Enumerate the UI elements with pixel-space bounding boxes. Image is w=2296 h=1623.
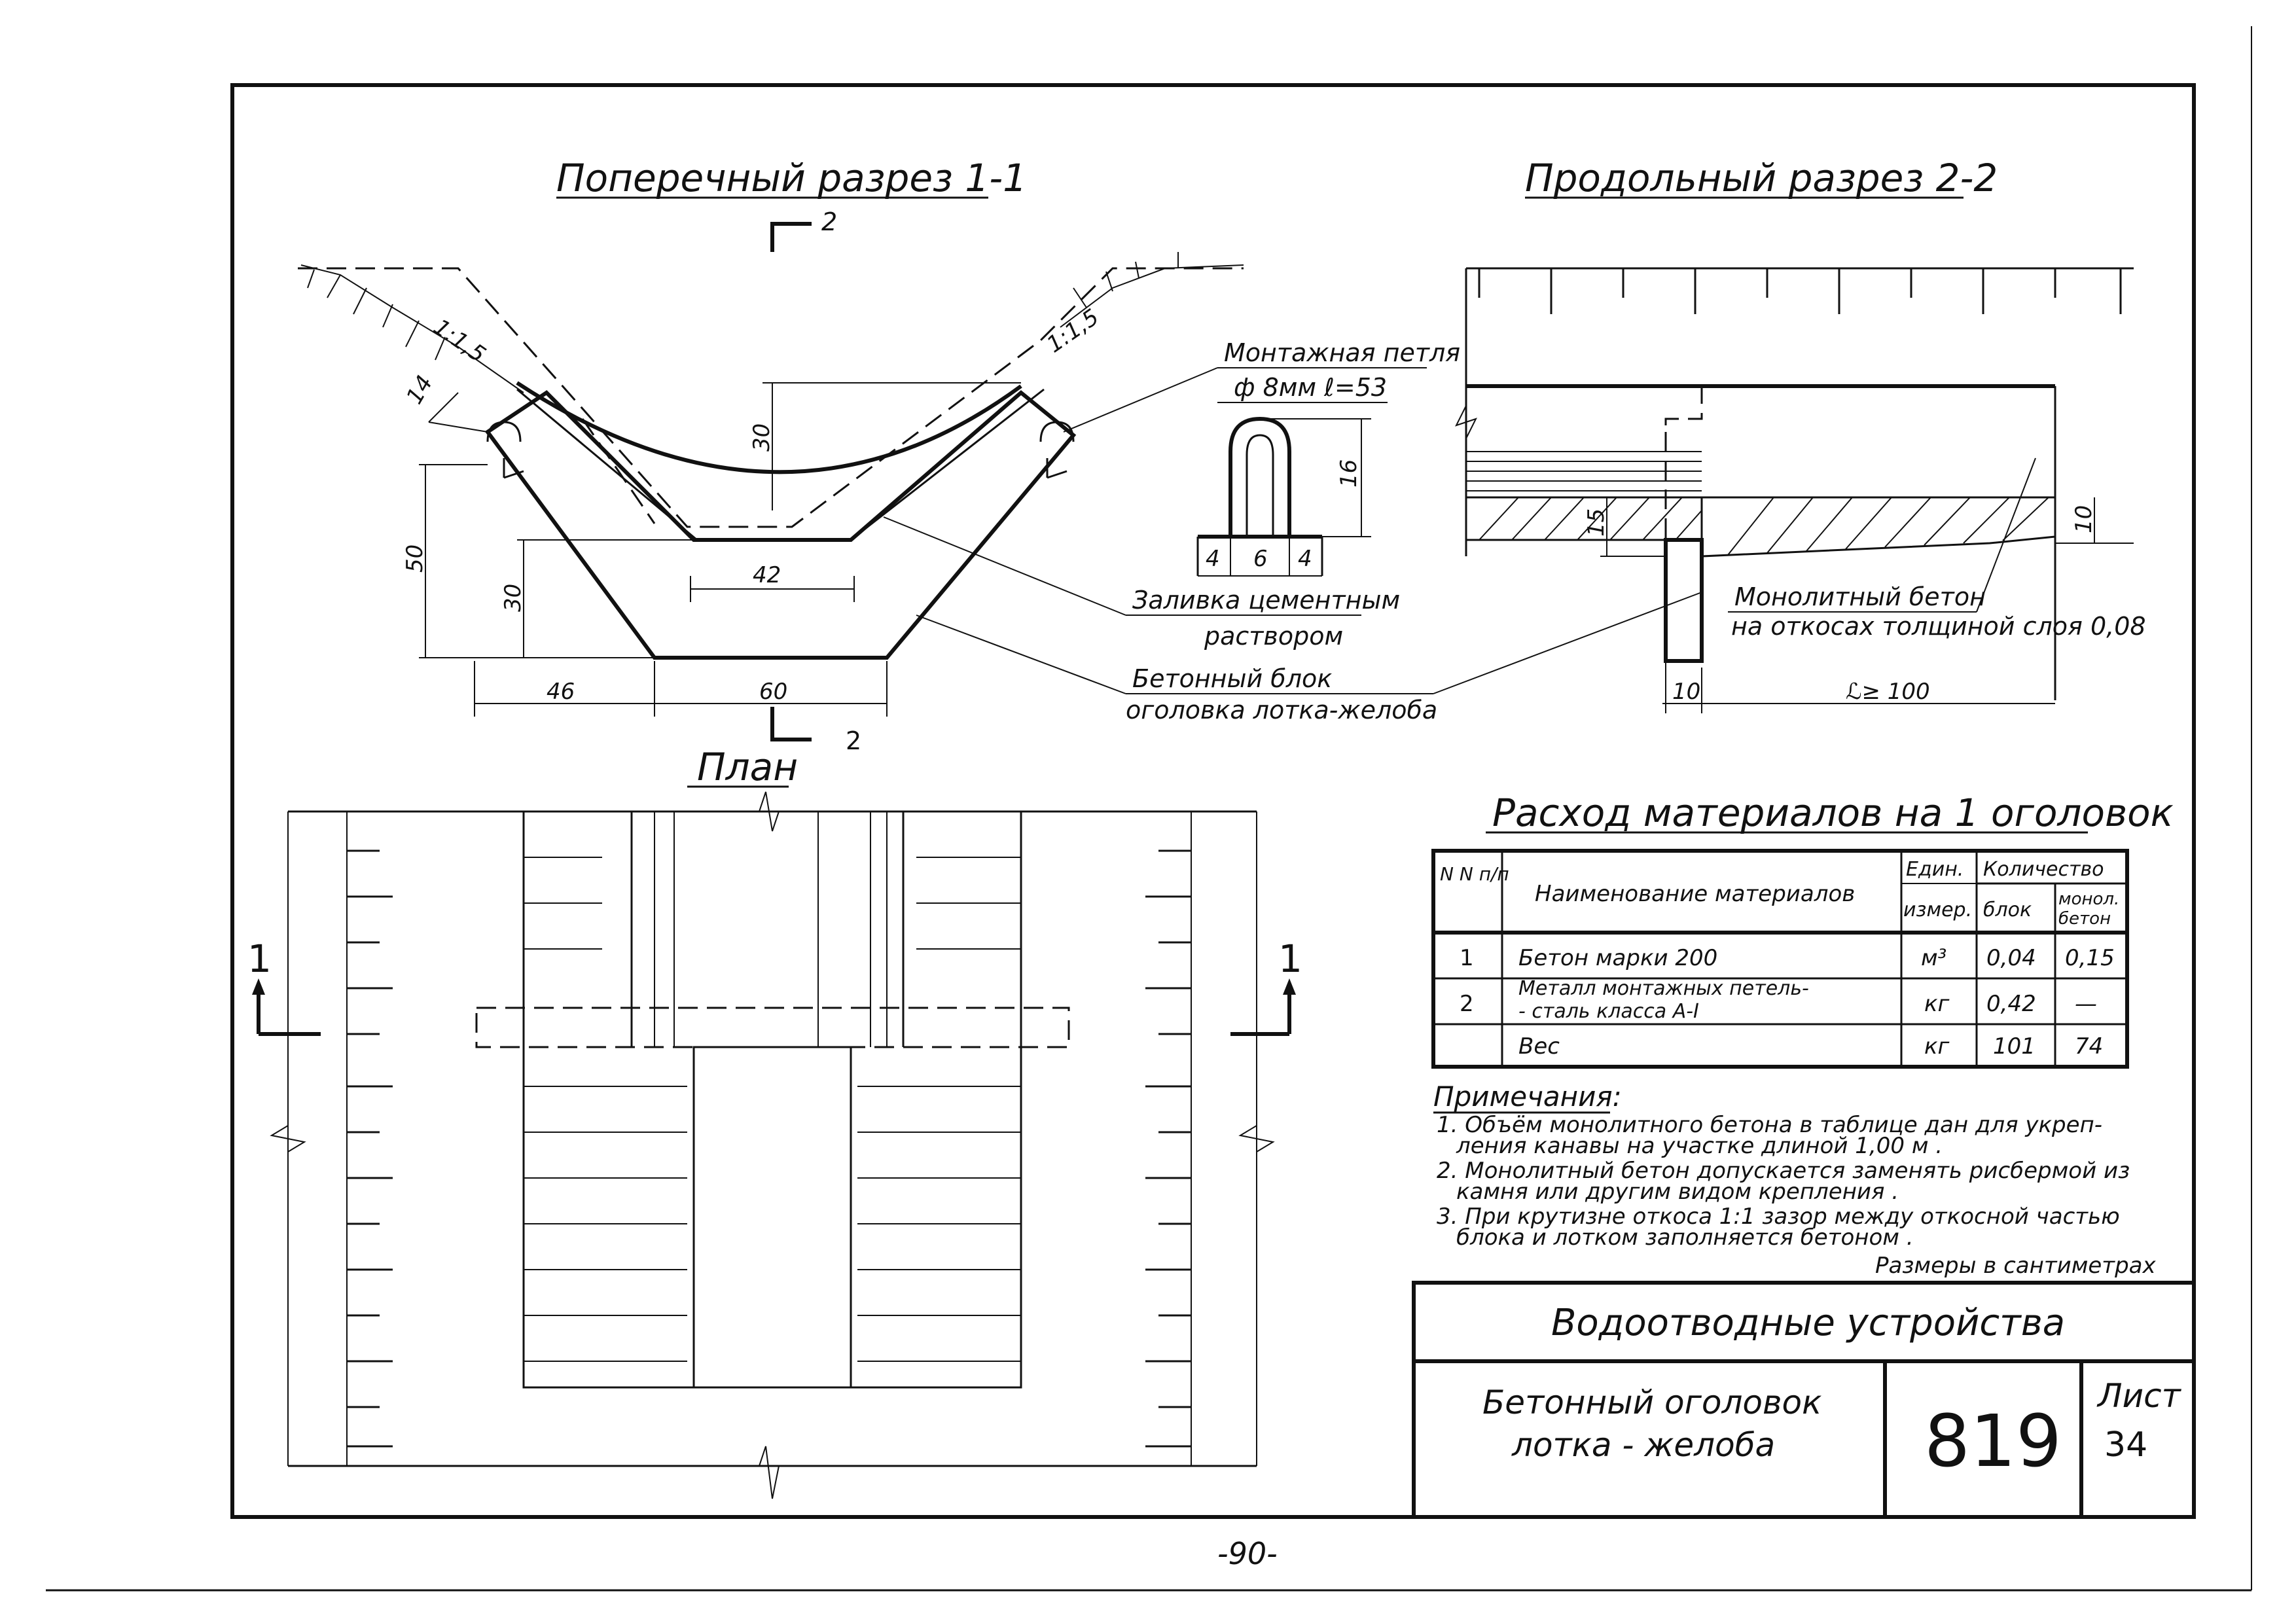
row2-mono: — [2075, 991, 2097, 1017]
hdr-mono-1: монол. [2058, 889, 2119, 909]
loop-label-2: ф 8мм ℓ=53 [1234, 373, 1387, 402]
project-title: Водоотводные устройства [1551, 1302, 2065, 1344]
plan-cut-left: 1 [247, 936, 272, 981]
cut-mark-top: 2 [821, 207, 837, 236]
row3-block: 101 [1993, 1033, 2036, 1060]
dim-50: 50 [402, 544, 428, 573]
notes-heading: Примечания: [1433, 1080, 1622, 1113]
s2-callout-1: Монолитный бетон [1734, 582, 1986, 611]
slope-left-label: 1:1,5 [429, 314, 490, 368]
note-line-2: ления канавы на участке длиной 1,00 м . [1456, 1133, 1943, 1159]
row3-name: Вес [1518, 1033, 1560, 1060]
dim-14: 14 [401, 371, 438, 408]
row3-mono: 74 [2075, 1033, 2103, 1060]
loop-label-1: Монтажная петля [1224, 338, 1460, 367]
s2-dim-L: ℒ≥ 100 [1846, 679, 1930, 705]
hdr-unit-1: Един. [1906, 858, 1964, 881]
row2-n: 2 [1460, 991, 1474, 1017]
row1-block: 0,04 [1986, 945, 2036, 971]
dim-42: 42 [753, 562, 781, 588]
plan-title: План [697, 745, 798, 789]
concrete-block-outline [484, 390, 1077, 660]
units-note: Размеры в сантиметрах [1875, 1253, 2157, 1279]
s2-callout-2: на откосах толщиной слоя 0,08 [1731, 612, 2146, 641]
page-number: -90- [1217, 1536, 1278, 1571]
sheet-frame [230, 83, 2196, 1519]
hdr-block: блок [1983, 899, 2032, 921]
hdr-name: Наименование материалов [1535, 881, 1855, 907]
row2-block: 0,42 [1986, 991, 2036, 1017]
row3-unit: кг [1924, 1033, 1950, 1060]
notes: Примечания: 1. Объём монолитного бетона … [1433, 1080, 2157, 1279]
slope-right-label: 1:1,5 [1042, 304, 1103, 359]
materials-table: Расход материалов на 1 оголовок N N п/п … [1431, 791, 2174, 1069]
title-block: Водоотводные устройства Бетонный оголово… [1412, 1281, 2196, 1519]
row1-unit: м³ [1921, 945, 1946, 971]
plan-view: План [247, 745, 1302, 1499]
note-line-5: 3. При крутизне откоса 1:1 зазор между о… [1437, 1204, 2120, 1230]
row1-n: 1 [1460, 945, 1474, 971]
dim-46: 46 [547, 679, 575, 705]
materials-title: Расход материалов на 1 оголовок [1492, 791, 2174, 835]
sheet-title-1: Бетонный оголовок [1482, 1383, 1821, 1421]
s2-dim-10-bottom: 10 [1672, 679, 1700, 705]
s2-dim-15: 15 [1583, 508, 1609, 537]
loop-dim-4b: 4 [1298, 546, 1312, 572]
dim-60: 60 [759, 679, 787, 705]
plan-cut-right: 1 [1278, 936, 1302, 981]
longitudinal-section-2-2: Продольный разрез 2-2 [1455, 156, 2146, 713]
mounting-loop-detail: Монтажная петля ф 8мм ℓ=53 4 6 4 16 [1063, 338, 1460, 577]
cross-section-1-1: Поперечный разрез 1-1 2 2 1:1,5 1:1,5 [298, 156, 1702, 755]
callout-block-2: оголовка лотка-желоба [1126, 696, 1437, 724]
callout-mortar-1: Заливка цементным [1132, 586, 1400, 615]
drawing-number: 819 [1924, 1399, 2062, 1483]
callout-block-1: Бетонный блок [1132, 664, 1332, 693]
row2-name-1: Металл монтажных петель- [1518, 977, 1809, 1000]
note-line-4: камня или другим видом крепления . [1456, 1179, 1899, 1205]
hdr-mono-2: бетон [2058, 909, 2111, 929]
note-line-1: 1. Объём монолитного бетона в таблице да… [1437, 1112, 2102, 1138]
note-line-6: блока и лотком заполняется бетоном . [1456, 1224, 1914, 1251]
callout-mortar-2: раствором [1204, 622, 1343, 651]
section-1-title: Поперечный разрез 1-1 [556, 156, 1027, 200]
row2-unit: кг [1924, 991, 1950, 1017]
row1-name: Бетон марки 200 [1518, 945, 1717, 971]
note-line-3: 2. Монолитный бетон допускается заменять… [1437, 1158, 2130, 1184]
row1-mono: 0,15 [2065, 945, 2115, 971]
hdr-qty: Количество [1983, 858, 2104, 881]
loop-dim-6: 6 [1253, 546, 1268, 572]
loop-dim-4a: 4 [1206, 546, 1220, 572]
s2-dim-10-right: 10 [2071, 505, 2097, 533]
dim-30-bottom: 30 [500, 584, 526, 612]
dim-30-top: 30 [749, 423, 775, 452]
hdr-unit-2: измер. [1903, 899, 1972, 921]
cut-mark-bottom: 2 [846, 726, 861, 755]
sheet-label: Лист [2096, 1377, 2182, 1415]
sheet-title-2: лотка - желоба [1511, 1426, 1775, 1464]
loop-dim-16: 16 [1336, 459, 1362, 488]
hdr-nn: N N п/п [1440, 863, 1509, 885]
section-2-title: Продольный разрез 2-2 [1525, 156, 1998, 200]
sheet-number: 34 [2104, 1425, 2147, 1465]
row2-name-2: - сталь класса А-I [1518, 1000, 1699, 1023]
